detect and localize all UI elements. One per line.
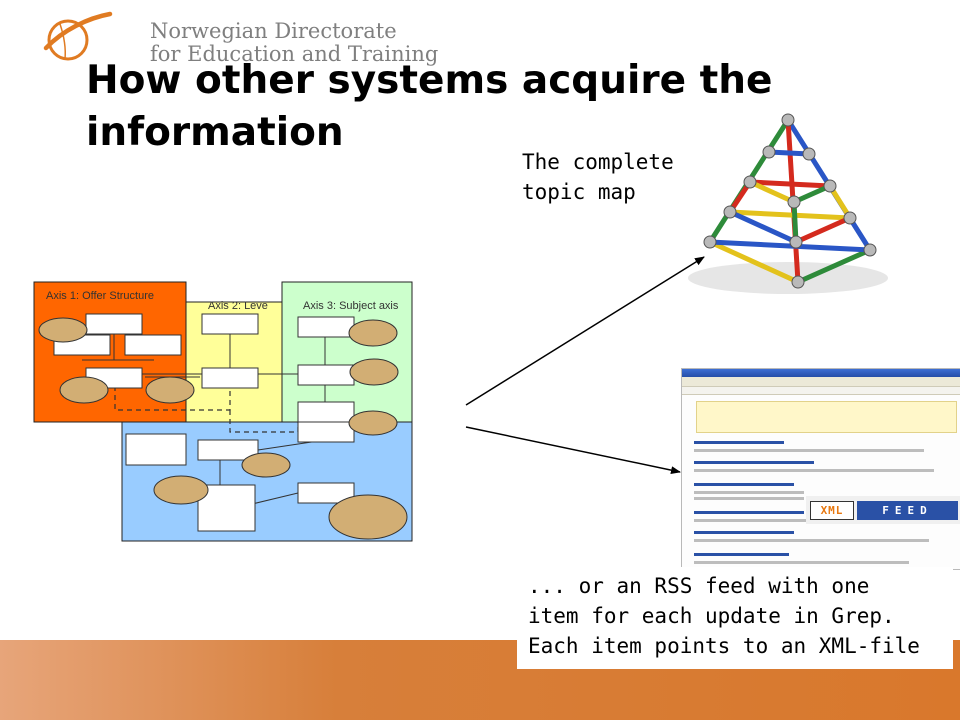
axis1-box (85, 313, 143, 335)
axis-diagram: Axis 1: Offer Structure Axis 2: Leve Axi… (30, 280, 420, 549)
topic-map-pyramid-image (688, 113, 888, 294)
rss-item-text (694, 491, 804, 494)
topic-ellipse (153, 475, 209, 505)
rss-item-text (694, 561, 909, 564)
axis3-label: Axis 3: Subject axis (303, 300, 399, 312)
axis1-box (124, 334, 182, 356)
rss-item-text (694, 519, 914, 522)
topic-ellipse (38, 317, 88, 343)
axis3-box (297, 364, 355, 386)
rss-subscribe-banner (696, 401, 957, 433)
axis3-region (281, 281, 413, 423)
rss-item-title (694, 461, 814, 464)
axis1-label: Axis 1: Offer Structure (46, 290, 155, 302)
axis3-box (297, 316, 355, 338)
axis2-label: Axis 2: Leve (208, 300, 268, 312)
logo-line-2: for Education and Training (150, 42, 439, 66)
topic-map-caption-line-2: topic map (522, 180, 636, 204)
directorate-globe-logo-icon (43, 11, 113, 61)
rss-feed-caption: ... or an RSS feed with one item for eac… (517, 567, 953, 669)
xml-feed-badge-feed: FEED (857, 500, 958, 520)
rss-browser-toolbar (682, 377, 960, 387)
rss-browser-address-bar (682, 387, 960, 395)
topic-map-caption-line-1: The complete (522, 150, 674, 174)
rss-item-title (694, 531, 794, 534)
topic-ellipse (59, 376, 109, 404)
topic-ellipse (145, 376, 195, 404)
rss-browser-titlebar (682, 369, 960, 377)
rss-item-text (694, 539, 929, 542)
directorate-logo: Norwegian Directorate for Education and … (38, 8, 438, 66)
logo-text: Norwegian Directorate for Education and … (150, 20, 438, 66)
rss-item-title (694, 553, 789, 556)
axis3-box (297, 401, 355, 423)
rss-item-text (694, 449, 924, 452)
axis2-box (201, 367, 259, 389)
rss-item-text (694, 469, 934, 472)
shared-box (197, 439, 259, 461)
shared-box (125, 433, 187, 466)
rss-feed-caption-line-2: item for each update in Grep. (528, 604, 895, 628)
axis2-box (201, 313, 259, 335)
topic-ellipse (348, 319, 398, 347)
topic-ellipse (328, 494, 408, 540)
logo-line-1: Norwegian Directorate (150, 19, 397, 43)
arrow-to-rss-feed (465, 426, 681, 475)
xml-feed-badge-xml: XML (810, 500, 854, 520)
axis3-box (297, 421, 355, 443)
rss-item-title (694, 441, 784, 444)
xml-feed-badge: XML FEED (806, 496, 960, 524)
rss-feed-caption-line-3: Each item points to an XML-file (528, 634, 920, 658)
slide-title: How other systems acquire the informatio… (86, 58, 773, 155)
rss-item-text (694, 497, 804, 500)
topic-ellipse (349, 358, 399, 386)
rss-feed-caption-line-1: ... or an RSS feed with one (528, 574, 870, 598)
topic-ellipse (241, 452, 291, 478)
rss-feed-screenshot (681, 368, 960, 570)
axis-diagram-graphic (33, 281, 413, 542)
arrow-to-topic-map (465, 256, 705, 406)
topic-map-caption: The complete topic map (522, 147, 674, 207)
topic-ellipse (348, 410, 398, 436)
rss-item-title (694, 511, 804, 514)
rss-item-title (694, 483, 794, 486)
shared-box (297, 482, 355, 504)
